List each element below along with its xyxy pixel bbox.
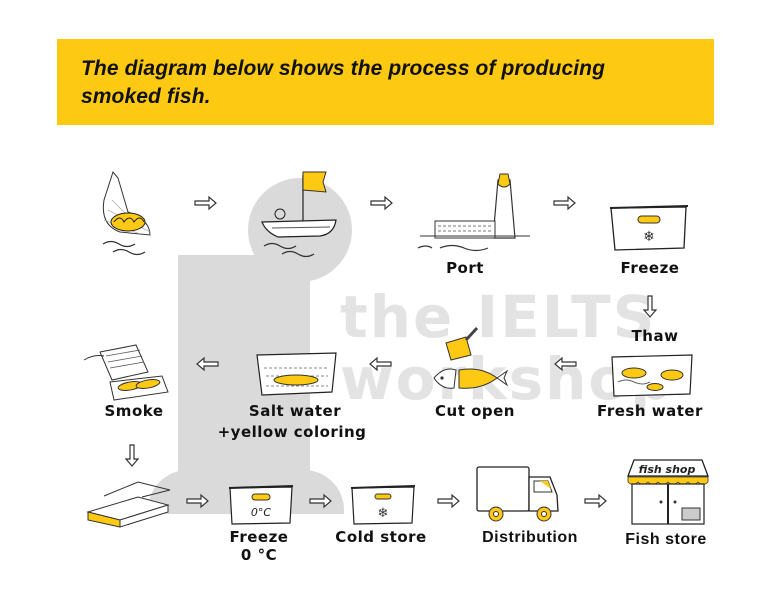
freezer-box-icon: ❄ <box>609 205 689 251</box>
svg-text:❄: ❄ <box>643 229 655 245</box>
arrow-left-icon <box>554 357 577 371</box>
arrow-right-icon <box>584 494 607 508</box>
arrow-right-icon <box>553 196 576 210</box>
arrow-right-icon <box>186 494 209 508</box>
fish-in-water-tank-icon <box>611 354 693 397</box>
packaging-box-icon <box>86 481 171 528</box>
svg-text:❄: ❄ <box>378 506 389 521</box>
step-label-smoke: Smoke <box>104 402 164 420</box>
arrow-left-icon <box>369 357 392 371</box>
step-label-fish-store: Fish store <box>625 531 707 548</box>
freezer-temp-text: 0°C <box>251 506 271 519</box>
step-label-thaw: Thaw <box>631 327 679 345</box>
brine-tank-icon <box>256 352 337 396</box>
step-label-yellow-coloring: +yellow coloring <box>217 423 367 441</box>
step-label-fresh-water: Fresh water <box>597 402 703 420</box>
freezer-0c-icon: 0°C <box>228 485 294 525</box>
fishing-net-icon <box>102 170 151 256</box>
arrow-left-icon <box>196 357 219 371</box>
arrow-right-icon <box>194 196 217 210</box>
arrow-right-icon <box>437 494 460 508</box>
fish-shop-icon: fish shop <box>627 459 709 525</box>
fishing-boat-icon <box>261 171 337 258</box>
step-label-salt-water: Salt water <box>248 402 342 420</box>
arrow-right-icon <box>370 196 393 210</box>
title-banner: The diagram below shows the process of p… <box>57 39 714 125</box>
cleaver-fish-icon <box>433 326 509 389</box>
step-label-freeze: Freeze <box>620 259 680 277</box>
step-label-cold-store: Cold store <box>335 528 427 546</box>
step-label-freeze-0c: Freeze <box>229 528 289 546</box>
step-label-cut-open: Cut open <box>435 402 515 420</box>
watermark-text-line1: the IELTS <box>340 283 657 351</box>
step-label-port: Port <box>446 259 484 277</box>
title-line-1: The diagram below shows the process of p… <box>81 57 606 80</box>
arrow-down-icon <box>643 295 657 318</box>
delivery-truck-icon <box>476 466 559 522</box>
arrow-down-icon <box>125 444 139 467</box>
port-lighthouse-icon <box>417 173 530 252</box>
title-line-2: smoked fish. <box>81 85 211 108</box>
arrow-right-icon <box>309 494 332 508</box>
shop-sign-text: fish shop <box>639 463 696 476</box>
cold-store-icon: ❄ <box>350 485 416 525</box>
smoker-grill-icon <box>83 344 169 401</box>
diagram-title: The diagram below shows the process of p… <box>81 55 605 111</box>
step-label-distribution: Distribution <box>482 529 578 546</box>
step-label-0c: 0 °C <box>240 546 278 564</box>
